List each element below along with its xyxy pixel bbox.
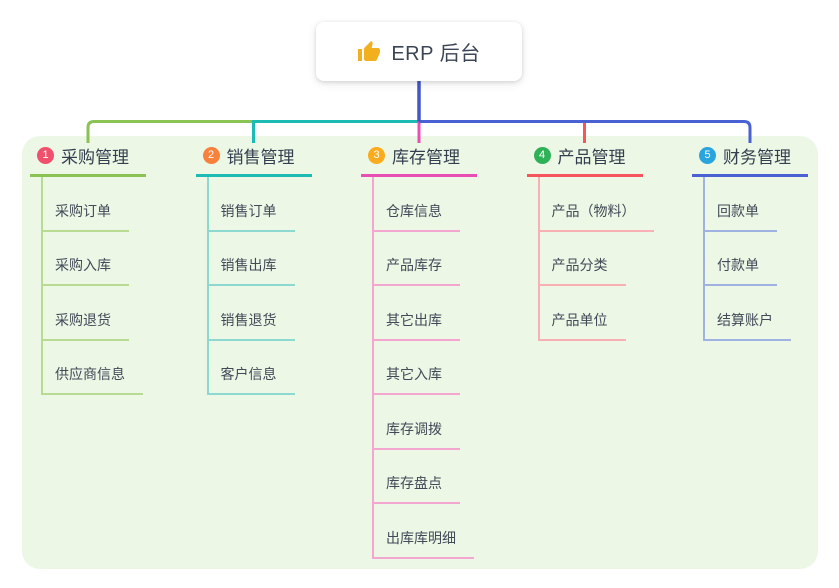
- branch-number-badge: 5: [699, 147, 716, 164]
- child-row: 其它入库: [372, 341, 474, 395]
- branch-children: 回款单付款单结算账户: [703, 177, 791, 341]
- child-row: 销售出库: [206, 232, 295, 286]
- branch-children: 产品（物料） 产品分类产品单位: [537, 177, 654, 341]
- branch-header[interactable]: 5 财务管理: [692, 143, 808, 177]
- branch-title: 财务管理: [723, 148, 791, 167]
- child-node-付款单[interactable]: 付款单: [703, 255, 777, 286]
- child-node-销售出库[interactable]: 销售出库: [206, 255, 295, 286]
- branch-number-badge: 4: [533, 147, 551, 164]
- root-node-label: ERP 后台: [391, 43, 481, 65]
- branch-number-badge: 2: [202, 147, 220, 164]
- branch-title: 采购管理: [61, 148, 129, 167]
- branch-children: 采购订单采购入库采购退货供应商信息: [41, 177, 143, 395]
- thumbs-up-icon: [358, 40, 381, 61]
- child-row: 采购退货: [41, 286, 143, 341]
- child-row: 产品分类: [537, 232, 654, 286]
- branch-children: 仓库信息产品库存其它出库其它入库库存调拨库存盘点出库库明细: [372, 177, 474, 559]
- child-row: 其它出库: [372, 286, 474, 341]
- child-row: 产品（物料）: [537, 177, 654, 232]
- root-node[interactable]: ERP 后台: [316, 22, 522, 81]
- branch-header[interactable]: 2 销售管理: [195, 143, 312, 177]
- child-node-出库库明细[interactable]: 出库库明细: [372, 528, 474, 559]
- child-row: 采购订单: [41, 177, 143, 232]
- branch-trunk-line: [41, 177, 43, 395]
- child-node-销售退货[interactable]: 销售退货: [206, 310, 295, 341]
- child-node-产品库存[interactable]: 产品库存: [372, 255, 460, 286]
- child-row: 销售退货: [206, 286, 295, 341]
- child-node-库存调拨[interactable]: 库存调拨: [372, 419, 460, 450]
- branch-node-产品管理[interactable]: 4 产品管理产品（物料） 产品分类产品单位: [526, 143, 691, 341]
- child-row: 仓库信息: [372, 177, 474, 232]
- child-node-采购退货[interactable]: 采购退货: [41, 310, 129, 341]
- branch-title: 销售管理: [226, 148, 295, 167]
- child-row: 产品库存: [372, 232, 474, 286]
- child-node-采购入库[interactable]: 采购入库: [41, 255, 129, 286]
- branch-node-销售管理[interactable]: 2 销售管理销售订单销售出库销售退货客户信息: [195, 143, 360, 395]
- branch-node-财务管理[interactable]: 5 财务管理回款单付款单结算账户: [692, 143, 839, 341]
- child-row: 供应商信息: [41, 341, 143, 395]
- branch-title: 库存管理: [392, 148, 460, 167]
- child-row: 销售订单: [206, 177, 295, 232]
- branch-node-采购管理[interactable]: 1 采购管理采购订单采购入库采购退货供应商信息: [30, 143, 194, 395]
- branch-number-badge: 3: [368, 147, 385, 164]
- branch-number-badge: 1: [37, 147, 54, 164]
- child-row: 库存调拨: [372, 395, 474, 450]
- child-row: 库存盘点: [372, 450, 474, 504]
- child-row: 采购入库: [41, 232, 143, 286]
- branch-header[interactable]: 1 采购管理: [30, 143, 146, 177]
- child-node-产品（物料）[interactable]: 产品（物料）: [537, 201, 654, 232]
- child-row: 结算账户: [703, 286, 791, 341]
- child-node-销售订单[interactable]: 销售订单: [206, 201, 295, 232]
- branch-trunk-line: [372, 177, 374, 559]
- branch-node-库存管理[interactable]: 3 库存管理仓库信息产品库存其它出库其它入库库存调拨库存盘点出库库明细: [361, 143, 525, 559]
- branch-header[interactable]: 3 库存管理: [361, 143, 477, 177]
- child-node-库存盘点[interactable]: 库存盘点: [372, 473, 460, 504]
- branch-title: 产品管理: [557, 148, 626, 167]
- child-node-采购订单[interactable]: 采购订单: [41, 201, 129, 232]
- branch-header[interactable]: 4 产品管理: [526, 143, 643, 177]
- child-node-供应商信息[interactable]: 供应商信息: [41, 364, 143, 395]
- child-row: 回款单: [703, 177, 791, 232]
- child-row: 产品单位: [537, 286, 654, 341]
- child-node-客户信息[interactable]: 客户信息: [206, 364, 295, 395]
- branch-trunk-line: [206, 177, 209, 395]
- child-row: 出库库明细: [372, 504, 474, 559]
- child-node-仓库信息[interactable]: 仓库信息: [372, 201, 460, 232]
- child-row: 付款单: [703, 232, 791, 286]
- child-node-产品单位[interactable]: 产品单位: [537, 310, 626, 341]
- branch-children: 销售订单销售出库销售退货客户信息: [206, 177, 295, 395]
- child-node-结算账户[interactable]: 结算账户: [703, 310, 791, 341]
- child-node-产品分类[interactable]: 产品分类: [537, 255, 626, 286]
- child-row: 客户信息: [206, 341, 295, 395]
- child-node-其它入库[interactable]: 其它入库: [372, 364, 460, 395]
- branch-trunk-line: [537, 177, 540, 341]
- branches-panel: [22, 136, 818, 569]
- branch-trunk-line: [703, 177, 705, 341]
- child-node-回款单[interactable]: 回款单: [703, 201, 777, 232]
- child-node-其它出库[interactable]: 其它出库: [372, 310, 460, 341]
